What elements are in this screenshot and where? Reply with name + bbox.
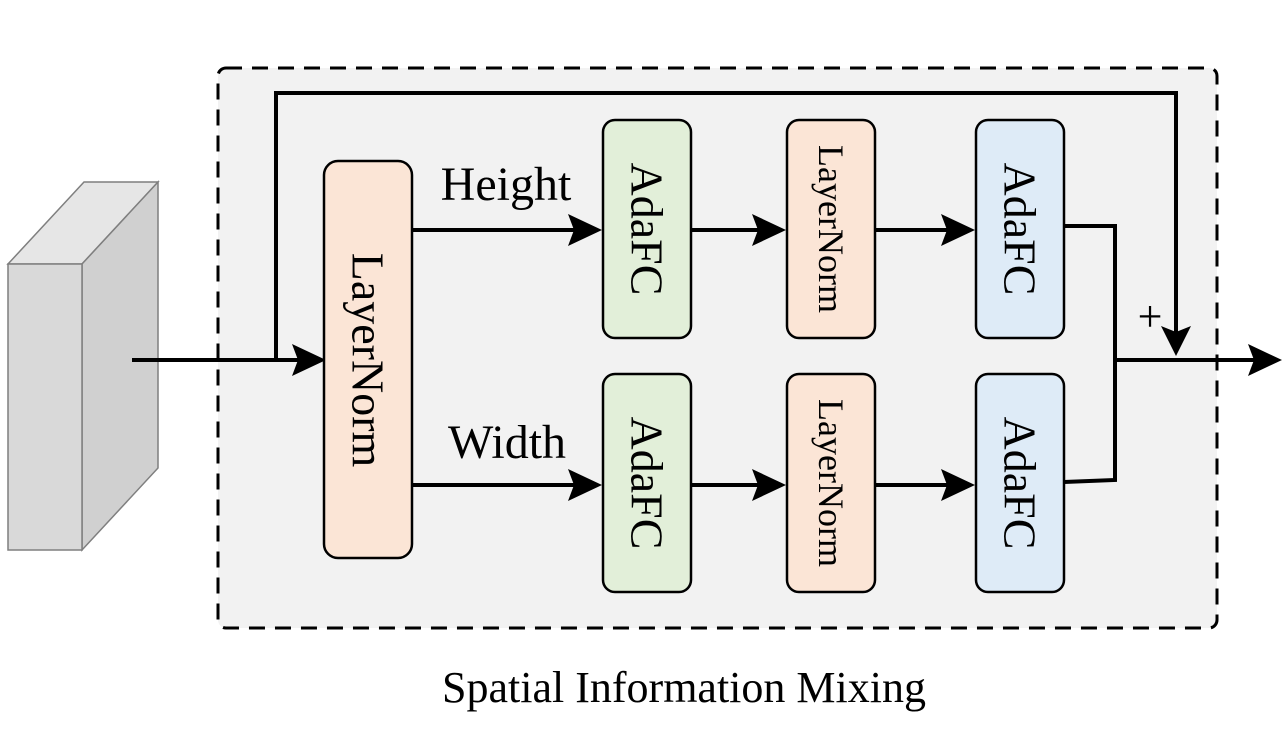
height-arrowhead-3 <box>941 214 975 246</box>
height-layernorm-label: LayerNorm <box>811 145 851 313</box>
diagram-caption: Spatial Information Mixing <box>442 663 926 712</box>
width-adafc-2-label: AdaFC <box>995 417 1046 550</box>
input-tensor-icon <box>6 180 160 552</box>
width-branch-label: Width <box>448 416 566 469</box>
skip-connection-arrowhead <box>1161 326 1191 356</box>
width-branch-arrowhead <box>568 469 602 501</box>
input-arrowhead <box>292 344 326 376</box>
width-arrowhead-3 <box>941 469 975 501</box>
width-merge-line <box>1063 360 1117 484</box>
height-branch-label: Height <box>441 158 572 211</box>
height-arrowhead-2 <box>752 214 786 246</box>
height-adafc-2-label: AdaFC <box>995 163 1046 296</box>
width-adafc-1-label: AdaFC <box>622 417 673 550</box>
width-layernorm-label: LayerNorm <box>811 399 851 567</box>
height-adafc-1-label: AdaFC <box>622 163 673 296</box>
width-adafc-2-block <box>974 372 1066 594</box>
height-branch-arrowhead <box>568 214 602 246</box>
tensor-front-face <box>7 263 83 551</box>
skip-connection-line <box>274 91 1178 360</box>
height-merge-line <box>1064 224 1117 360</box>
height-adafc-2-block <box>974 118 1066 340</box>
width-arrowhead-2 <box>752 469 786 501</box>
input-layernorm-block <box>322 159 414 560</box>
input-layernorm-label: LayerNorm <box>343 253 394 468</box>
merge-plus-symbol: + <box>1138 292 1163 341</box>
output-arrowhead <box>1248 344 1282 376</box>
